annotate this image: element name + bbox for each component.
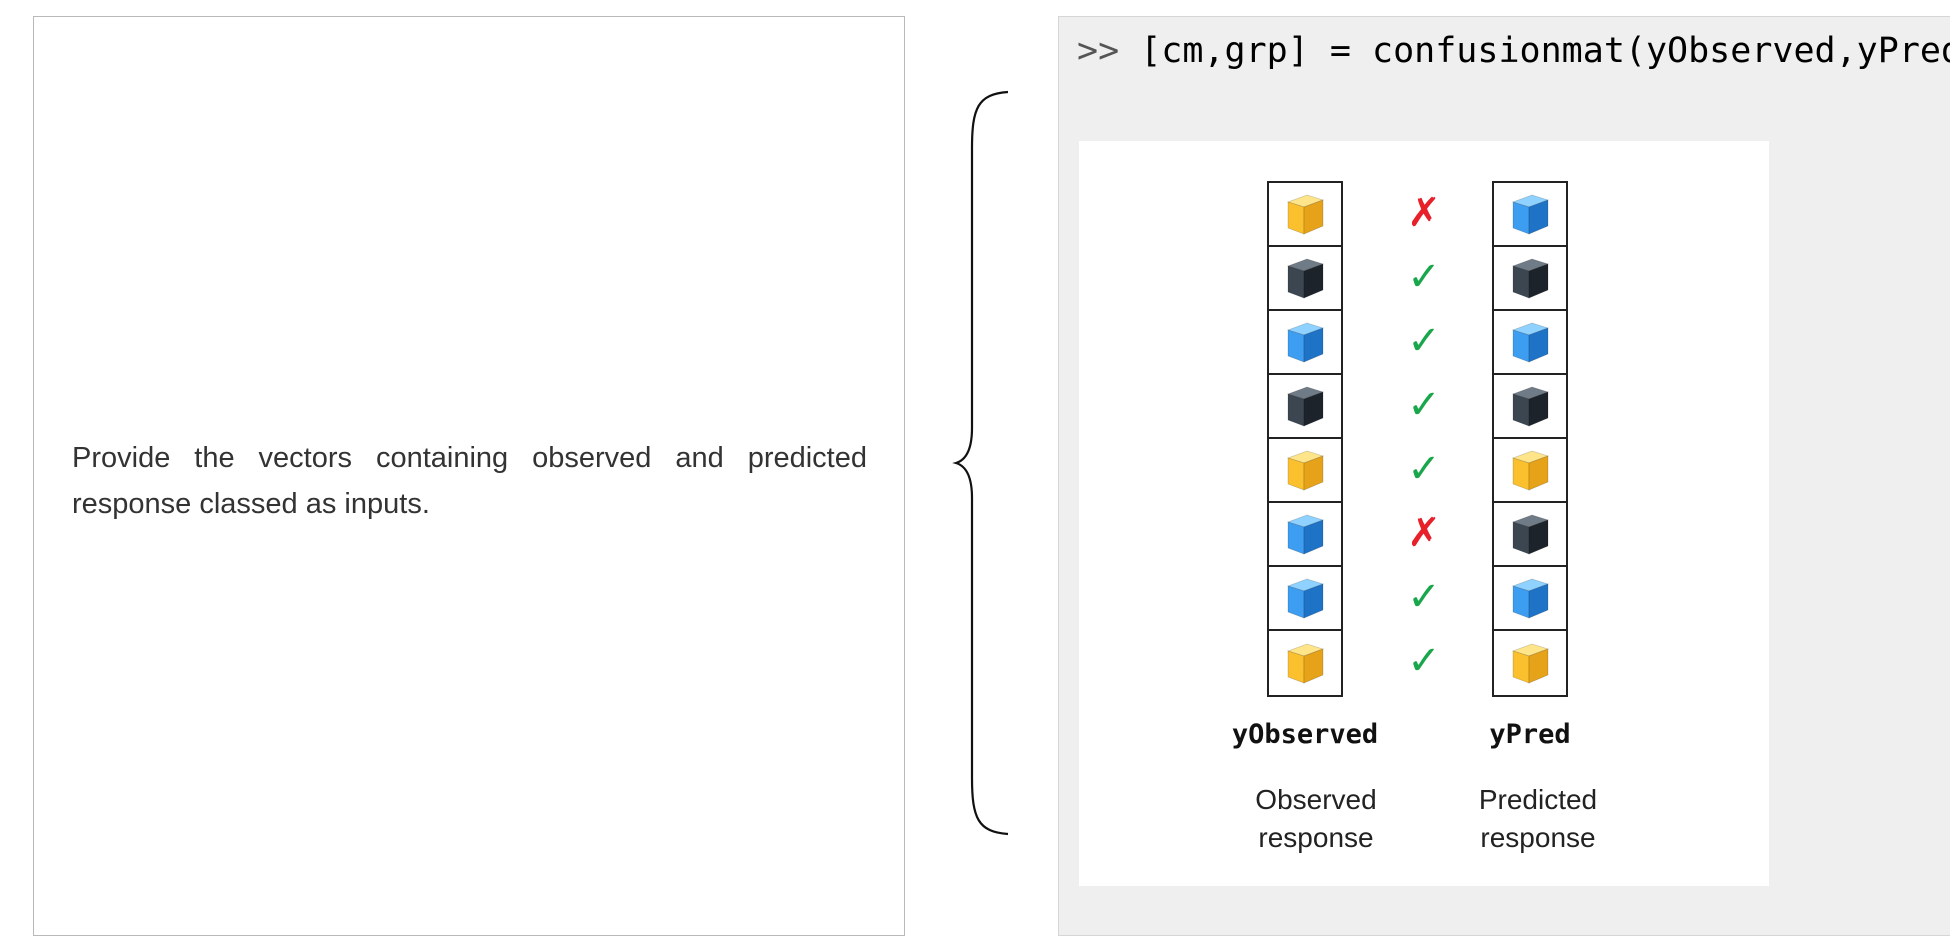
- predicted-cell: [1494, 567, 1566, 631]
- check-icon: ✓: [1407, 446, 1441, 492]
- confusion-inputs-figure: ✗ ✓ ✓ ✓ ✓ ✗ ✓ ✓ yObserved yPred Observed respon…: [1079, 141, 1769, 886]
- predicted-cell: [1494, 631, 1566, 695]
- predicted-desc-line1: Predicted: [1478, 784, 1598, 815]
- yellow-cube-icon: [1286, 450, 1325, 491]
- yellow-cube-icon: [1511, 643, 1550, 684]
- observed-cell: [1269, 631, 1341, 695]
- observed-cell: [1269, 567, 1341, 631]
- command-prompt: >>: [1077, 31, 1120, 71]
- observed-cell: [1269, 503, 1341, 567]
- cross-icon: ✗: [1407, 190, 1441, 236]
- predicted-cell: [1494, 183, 1566, 247]
- code-panel: >> [cm,grp] = confusionmat(yObserved,yPr…: [1058, 16, 1950, 936]
- instruction-text: Provide the vectors containing observed …: [72, 442, 867, 520]
- black-cube-icon: [1286, 386, 1325, 427]
- curly-brace: [952, 90, 1009, 836]
- match-column: ✗ ✓ ✓ ✓ ✓ ✗ ✓ ✓: [1399, 181, 1449, 693]
- blue-cube-icon: [1286, 578, 1325, 619]
- predicted-cell: [1494, 439, 1566, 503]
- blue-cube-icon: [1511, 578, 1550, 619]
- predicted-description: Predicted response: [1418, 781, 1658, 857]
- cross-icon: ✗: [1407, 510, 1441, 556]
- command-code: [cm,grp] = confusionmat(yObserved,yPred): [1140, 31, 1950, 71]
- predicted-cell: [1494, 247, 1566, 311]
- blue-cube-icon: [1511, 194, 1550, 235]
- instruction-panel: Provide the vectors containing observed …: [33, 16, 905, 936]
- observed-desc-line1: Observed: [1255, 784, 1377, 815]
- check-icon: ✓: [1407, 574, 1441, 620]
- observed-cell: [1269, 183, 1341, 247]
- black-cube-icon: [1511, 514, 1550, 555]
- predicted-vector: [1492, 181, 1568, 697]
- observed-cell: [1269, 247, 1341, 311]
- observed-description: Observed response: [1196, 781, 1436, 857]
- observed-cell: [1269, 439, 1341, 503]
- yellow-cube-icon: [1286, 194, 1325, 235]
- yellow-cube-icon: [1511, 450, 1550, 491]
- predicted-cell: [1494, 311, 1566, 375]
- observed-desc-line2: response: [1258, 822, 1374, 853]
- check-icon: ✓: [1407, 318, 1441, 364]
- check-icon: ✓: [1407, 638, 1441, 684]
- yellow-cube-icon: [1286, 643, 1325, 684]
- blue-cube-icon: [1511, 322, 1550, 363]
- observed-cell: [1269, 311, 1341, 375]
- black-cube-icon: [1511, 258, 1550, 299]
- predicted-desc-line2: response: [1480, 822, 1596, 853]
- predicted-cell: [1494, 375, 1566, 439]
- check-icon: ✓: [1407, 254, 1441, 300]
- observed-variable-label: yObserved: [1231, 719, 1379, 750]
- predicted-cell: [1494, 503, 1566, 567]
- command-line: >> [cm,grp] = confusionmat(yObserved,yPr…: [1077, 27, 1950, 75]
- blue-cube-icon: [1286, 514, 1325, 555]
- blue-cube-icon: [1286, 322, 1325, 363]
- observed-vector: [1267, 181, 1343, 697]
- check-icon: ✓: [1407, 382, 1441, 428]
- predicted-variable-label: yPred: [1489, 719, 1571, 750]
- observed-cell: [1269, 375, 1341, 439]
- black-cube-icon: [1511, 386, 1550, 427]
- black-cube-icon: [1286, 258, 1325, 299]
